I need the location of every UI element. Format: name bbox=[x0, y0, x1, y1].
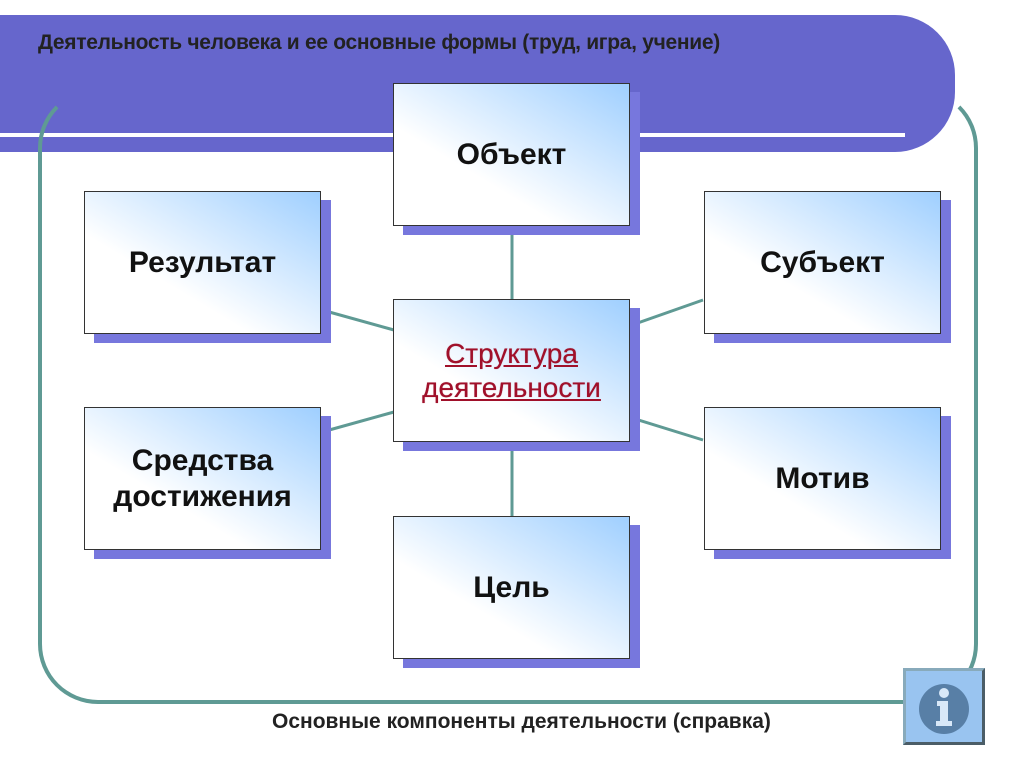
node-goal: Цель bbox=[393, 516, 630, 659]
link-means bbox=[321, 410, 395, 434]
content-frame bbox=[38, 88, 978, 704]
node-label: Объект bbox=[456, 137, 567, 171]
node-label: Мотив bbox=[775, 461, 870, 495]
caption: Основные компоненты деятельности (справк… bbox=[272, 710, 771, 733]
info-button[interactable] bbox=[903, 668, 985, 745]
node-subject: Субъект bbox=[704, 191, 941, 334]
link-result bbox=[321, 308, 395, 332]
node-object: Объект bbox=[393, 83, 630, 226]
node-label: Цель bbox=[473, 570, 550, 604]
link-motive bbox=[631, 416, 704, 442]
node-center[interactable]: Структура деятельности bbox=[393, 299, 630, 442]
node-label: Субъект bbox=[760, 245, 885, 279]
center-link[interactable]: Структура деятельности bbox=[422, 337, 601, 403]
node-means: Средства достижения bbox=[84, 407, 321, 550]
node-motive: Мотив bbox=[704, 407, 941, 550]
info-icon bbox=[919, 683, 969, 734]
link-subject bbox=[631, 298, 704, 327]
node-result: Результат bbox=[84, 191, 321, 334]
page-title: Деятельность человека и ее основные форм… bbox=[38, 31, 720, 54]
node-label: Средства достижения bbox=[113, 443, 292, 513]
node-label: Результат bbox=[128, 245, 277, 279]
